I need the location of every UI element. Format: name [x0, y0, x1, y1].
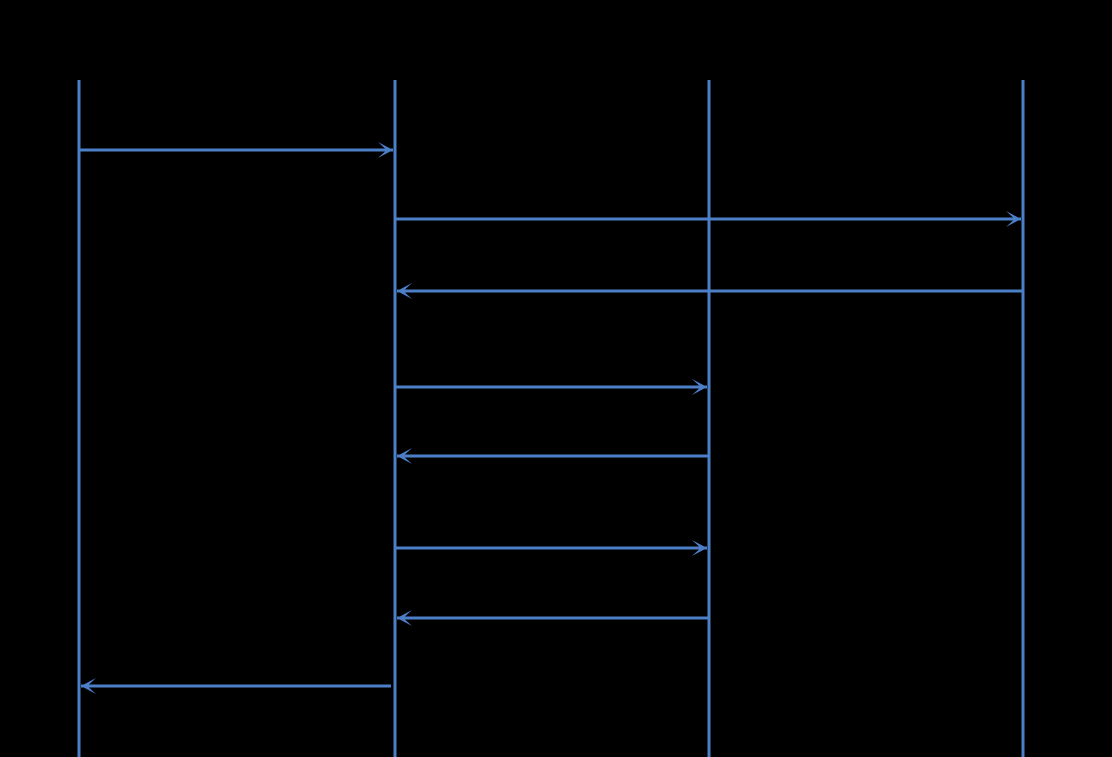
- message-arrowhead-7: [397, 610, 412, 626]
- message-arrowhead-4: [692, 379, 707, 395]
- message-3: [397, 283, 1023, 299]
- message-arrowhead-3: [397, 283, 412, 299]
- messages-group: [79, 142, 1023, 694]
- message-8: [81, 678, 391, 694]
- message-arrowhead-8: [81, 678, 96, 694]
- message-arrowhead-5: [397, 448, 412, 464]
- message-6: [395, 540, 707, 556]
- message-4: [395, 379, 707, 395]
- message-2: [395, 211, 1021, 227]
- message-5: [397, 448, 709, 464]
- message-arrowhead-1: [378, 142, 393, 158]
- message-arrowhead-2: [1006, 211, 1021, 227]
- lifelines-group: [77, 80, 1025, 757]
- message-arrowhead-6: [692, 540, 707, 556]
- message-1: [79, 142, 393, 158]
- message-7: [397, 610, 709, 626]
